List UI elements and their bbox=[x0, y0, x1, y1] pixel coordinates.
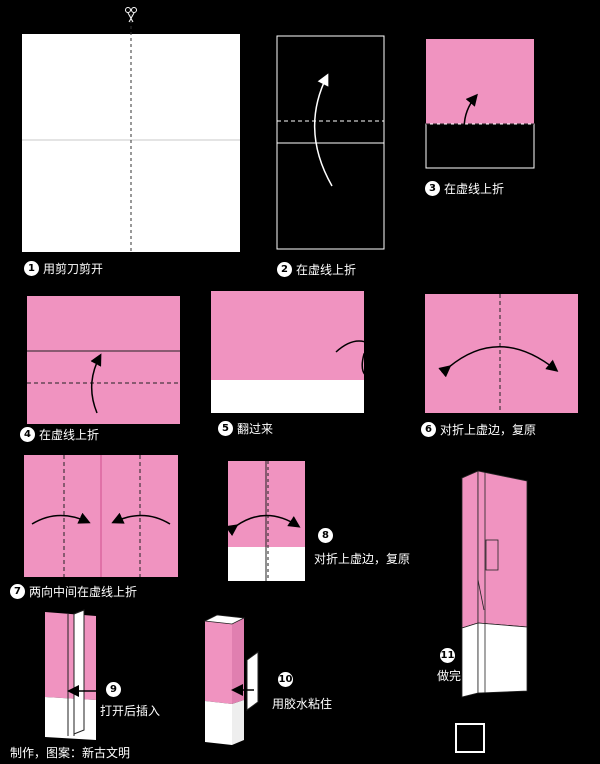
step10-paper-white bbox=[205, 701, 232, 745]
step6-arrow bbox=[438, 346, 559, 378]
step4-arrow bbox=[90, 353, 102, 414]
step1-text: 用剪刀剪开 bbox=[43, 261, 104, 276]
step3-figure bbox=[425, 39, 535, 169]
step10-glue-flap bbox=[246, 651, 259, 711]
step8-text: 对折上虚边，复原 bbox=[314, 552, 411, 566]
step7-text: 两向中间在虚线上折 bbox=[29, 584, 138, 599]
step1-label: 1 用剪刀剪开 bbox=[24, 261, 103, 276]
step5-paper-white bbox=[211, 380, 364, 413]
step1-figure bbox=[22, 7, 240, 252]
step6-paper bbox=[425, 294, 578, 413]
step10-number: 10 bbox=[278, 672, 293, 687]
step7-figure bbox=[24, 455, 178, 577]
step4-text: 在虚线上折 bbox=[39, 427, 100, 442]
step11-front-pink bbox=[461, 470, 479, 629]
step5-label: 5 翻过来 bbox=[218, 421, 273, 436]
step6-number: 6 bbox=[421, 422, 436, 437]
step4-figure bbox=[27, 296, 180, 424]
step11-figure bbox=[460, 470, 529, 698]
step9-label: 打开后插入 bbox=[100, 704, 160, 718]
step3-text: 在虚线上折 bbox=[444, 181, 505, 196]
step5-figure bbox=[211, 291, 407, 413]
step8-figure bbox=[225, 461, 305, 581]
step9-paper-white bbox=[45, 697, 96, 740]
step5-number: 5 bbox=[218, 421, 233, 436]
step7-label: 7 两向中间在虚线上折 bbox=[10, 584, 137, 599]
step2-label: 2 在虚线上折 bbox=[277, 262, 356, 277]
step9-paper-pink bbox=[45, 612, 96, 700]
step1-number: 1 bbox=[24, 261, 39, 276]
step10-text: 用胶水粘住 bbox=[272, 697, 333, 711]
step2-number: 2 bbox=[277, 262, 292, 277]
step6-figure bbox=[425, 294, 578, 413]
credit-text: 制作，图案：新古文明 bbox=[10, 746, 131, 760]
step8-arrow bbox=[225, 514, 301, 537]
step11-number: 11 bbox=[440, 648, 455, 663]
step3-paper-pink bbox=[426, 39, 534, 124]
scissors-icon bbox=[125, 7, 137, 23]
step2-arrow bbox=[313, 73, 333, 187]
step3-arrow bbox=[463, 93, 478, 153]
step10-label: 用胶水粘住 bbox=[272, 697, 332, 711]
step4-number: 4 bbox=[20, 427, 35, 442]
step5-text: 翻过来 bbox=[237, 421, 274, 436]
step5-paper-pink bbox=[211, 291, 364, 380]
step7-arrow-left bbox=[31, 512, 91, 525]
step10-paper-pink bbox=[205, 621, 232, 704]
step11-label: 做完 bbox=[437, 669, 461, 683]
step9-flap bbox=[73, 609, 85, 735]
step7-number: 7 bbox=[10, 584, 25, 599]
corner-mark-icon bbox=[455, 723, 485, 753]
step9-number: 9 bbox=[106, 682, 121, 697]
step10-top bbox=[203, 614, 246, 625]
step9-figure bbox=[45, 609, 100, 740]
step8-label: 对折上虚边，复原 bbox=[314, 552, 410, 566]
step11-inner-flap bbox=[485, 539, 499, 571]
step4-paper bbox=[27, 296, 180, 424]
step11-slit bbox=[477, 579, 485, 611]
step8-number: 8 bbox=[318, 528, 333, 543]
step4-label: 4 在虚线上折 bbox=[20, 427, 99, 442]
step6-text: 对折上虚边，复原 bbox=[440, 422, 537, 437]
step5-turn-arrow bbox=[335, 340, 407, 379]
step9-text: 打开后插入 bbox=[100, 704, 161, 718]
step3-paper-bottom bbox=[425, 123, 535, 169]
step10-figure bbox=[203, 614, 259, 745]
step11-front-white bbox=[461, 622, 479, 698]
step11-text: 做完 bbox=[437, 669, 462, 683]
step2-text: 在虚线上折 bbox=[296, 262, 357, 277]
step3-number: 3 bbox=[425, 181, 440, 196]
step3-label: 3 在虚线上折 bbox=[425, 181, 504, 196]
step6-label: 6 对折上虚边，复原 bbox=[421, 422, 536, 437]
step2-figure bbox=[276, 35, 385, 250]
step10-side-pink bbox=[232, 618, 244, 704]
step7-arrow-right bbox=[111, 512, 171, 525]
step11-side-white bbox=[477, 622, 528, 694]
step10-side-white bbox=[232, 700, 244, 745]
